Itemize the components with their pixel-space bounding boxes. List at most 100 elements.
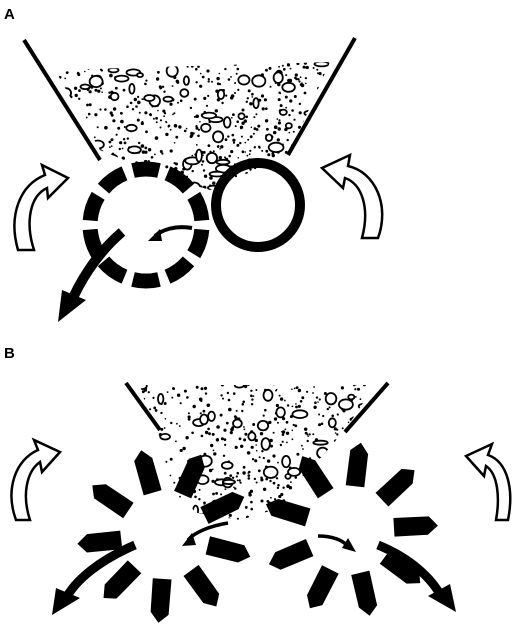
ore-grain <box>198 498 200 500</box>
ore-grain <box>143 398 145 400</box>
ore-grain <box>282 430 285 433</box>
ore-grain <box>247 97 249 99</box>
ore-grain <box>267 459 270 462</box>
ore-grain <box>329 406 331 408</box>
ore-grain <box>323 173 325 175</box>
ore-grain <box>54 112 56 114</box>
ore-grain <box>304 175 306 177</box>
ore-grain <box>265 107 268 110</box>
ore-grain <box>246 101 248 103</box>
roll-tooth <box>92 484 133 518</box>
ore-grain <box>105 172 107 174</box>
ore-pebble <box>81 85 90 90</box>
ore-grain <box>295 75 297 77</box>
ore-grain <box>200 400 202 402</box>
ore-grain <box>55 64 58 67</box>
ore-grain <box>200 412 202 414</box>
ore-grain <box>154 444 157 447</box>
ore-grain <box>306 150 309 153</box>
ore-grain <box>100 69 102 71</box>
ore-grain <box>203 169 205 171</box>
ore-grain <box>140 498 142 500</box>
ore-grain <box>84 71 86 73</box>
ore-grain <box>193 405 196 408</box>
ore-grain <box>66 96 69 99</box>
ore-grain <box>182 447 185 450</box>
ore-grain <box>223 455 225 457</box>
ore-grain <box>119 148 121 150</box>
roll-tooth <box>151 578 172 622</box>
ore-grain <box>145 80 147 82</box>
ore-grain <box>314 124 316 126</box>
ore-pebble <box>180 89 188 97</box>
ore-grain <box>242 109 245 112</box>
ore-grain <box>54 142 56 144</box>
ore-pebble <box>293 154 303 159</box>
ore-grain <box>295 403 297 405</box>
ore-grain <box>250 508 253 511</box>
ore-grain <box>321 158 324 161</box>
ore-grain <box>363 384 366 387</box>
ore-pebble <box>115 76 129 82</box>
ore-grain <box>228 408 232 412</box>
ore-grain <box>221 102 223 104</box>
roll-tooth <box>134 450 161 495</box>
ore-grain <box>360 398 362 400</box>
ore-grain <box>228 78 231 81</box>
ore-grain <box>320 178 323 181</box>
ore-grain <box>171 397 173 399</box>
ore-grain <box>280 444 282 446</box>
ore-grain <box>207 404 211 408</box>
ore-pebble <box>138 383 147 390</box>
ore-grain <box>208 144 211 147</box>
ore-grain <box>54 132 57 135</box>
ore-pebble <box>224 117 231 128</box>
ore-grain <box>352 417 354 419</box>
ore-grain <box>161 460 163 462</box>
ore-grain <box>160 412 162 414</box>
ore-grain <box>285 107 287 109</box>
ore-grain <box>200 73 202 75</box>
ore-grain <box>245 506 248 509</box>
ore-grain <box>112 119 115 122</box>
ore-grain <box>163 188 165 190</box>
panel-label-a: A <box>4 6 15 23</box>
ore-grain <box>303 66 306 69</box>
ore-grain <box>229 514 232 517</box>
ore-grain <box>279 188 282 191</box>
ore-grain <box>235 125 237 127</box>
ore-grain <box>304 480 306 482</box>
ore-grain <box>231 117 233 119</box>
ore-grain <box>257 174 259 176</box>
ore-grain <box>78 89 81 92</box>
ore-grain <box>145 130 148 133</box>
ore-grain <box>373 454 377 458</box>
ore-grain <box>312 136 314 138</box>
ore-grain <box>256 171 258 173</box>
ore-grain <box>293 119 295 121</box>
ore-grain <box>86 63 89 66</box>
ore-grain <box>224 444 226 446</box>
ore-pebble <box>109 68 119 73</box>
ore-grain <box>75 114 77 116</box>
ore-grain <box>194 190 196 192</box>
ore-grain <box>246 516 249 519</box>
ore-grain <box>165 165 168 168</box>
roll-segment <box>168 261 189 276</box>
ore-grain <box>296 386 299 389</box>
ore-grain <box>241 136 243 138</box>
ore-grain <box>284 129 286 131</box>
ore-grain <box>249 150 251 152</box>
ore-grain <box>370 437 372 439</box>
ore-grain <box>97 162 100 165</box>
ore-grain <box>314 401 317 404</box>
ore-grain <box>199 121 201 123</box>
ore-grain <box>325 471 328 474</box>
ore-grain <box>245 116 248 119</box>
ore-grain <box>101 91 103 93</box>
ore-pebble <box>266 134 272 141</box>
ore-grain <box>230 150 233 153</box>
ore-grain <box>110 157 112 159</box>
ore-grain <box>291 388 293 390</box>
